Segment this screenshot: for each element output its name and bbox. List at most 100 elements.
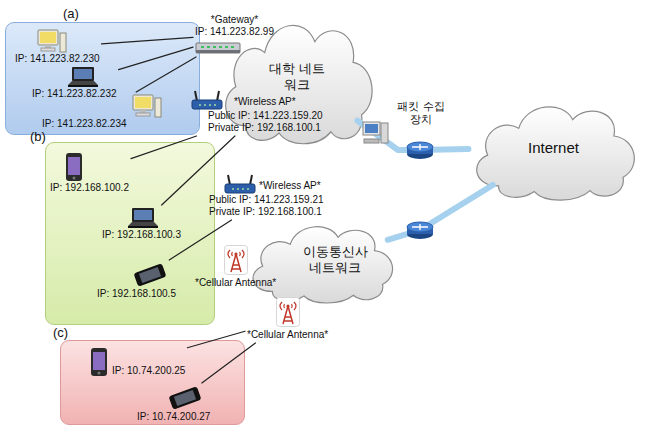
group-panel: (c)IP: 10.74.200.25IP: 10.74.200.27: [60, 340, 245, 425]
cellular-antenna: *Cellular Antenna*: [193, 243, 278, 291]
antenna-icon: [224, 245, 248, 275]
pc-part: [365, 124, 378, 133]
desktop-part: [135, 97, 151, 108]
antenna-part: [283, 306, 293, 324]
antenna-part: [224, 246, 247, 275]
smartphone: IP: 10.74.200.25: [88, 345, 187, 379]
antenna-part: [286, 304, 289, 307]
desktop-part: [41, 48, 55, 51]
device-label: *Wireless AP*: [234, 96, 323, 108]
laptop-part: [134, 210, 152, 220]
iphone-part: [169, 386, 202, 409]
antenna-part: [228, 250, 244, 258]
switch-part: [219, 46, 222, 48]
ap-part: [242, 188, 244, 190]
phone-part: [98, 372, 101, 375]
desktop-icon: [37, 29, 67, 53]
ip-label: IP: 141.223.82.234: [42, 118, 127, 130]
ap-part: [214, 104, 216, 106]
ap-part: [192, 100, 222, 109]
laptop-part: [128, 226, 158, 228]
router-top: [407, 222, 433, 232]
switch-icon: [195, 41, 241, 55]
group-tag: (a): [63, 7, 79, 21]
laptop-part: [128, 222, 158, 226]
ap-part: [199, 104, 201, 106]
pc-part: [363, 122, 380, 135]
desktop-part: [133, 95, 153, 110]
group-tag: (b): [30, 130, 46, 144]
laptop-part: [74, 69, 92, 79]
switch-part: [213, 46, 216, 48]
network-cloud: 이동통신사 네트워크: [240, 213, 402, 307]
ip-label: IP: 192.168.100.3: [102, 229, 181, 241]
ip-label: IP: 192.168.100.5: [97, 288, 176, 300]
smartphone: IP: 10.74.200.27: [135, 383, 212, 425]
cellular-antenna: *Cellular Antenna*: [245, 295, 330, 343]
ip-label: IP: 141.223.82.232: [32, 88, 117, 100]
network-link: [388, 185, 493, 240]
laptop-part: [68, 81, 98, 85]
ip-label: IP: 192.168.100.2: [50, 182, 129, 194]
ap-icon: [223, 175, 257, 195]
iphone-icon: [132, 262, 168, 288]
device-label: *Cellular Antenna*: [195, 277, 276, 289]
device-label: *Gateway*: [211, 14, 258, 26]
laptop-part: [68, 85, 98, 87]
gateway-switch: *Gateway*IP: 141.223.82.99: [193, 12, 276, 57]
laptop: IP: 141.223.82.232: [30, 64, 119, 102]
laptop: IP: 192.168.100.3: [100, 205, 183, 243]
device-label: *Wireless AP*: [259, 180, 324, 192]
iphone-icon: [167, 385, 203, 411]
phone-icon: [90, 347, 108, 377]
ip-label: IP: 10.74.200.25: [112, 365, 185, 377]
router-top: [407, 142, 433, 152]
desktop-part: [136, 113, 150, 116]
antenna-part: [276, 298, 299, 327]
device-label: IP: 141.223.82.99: [195, 26, 274, 38]
smartphone: IP: 192.168.100.5: [95, 260, 178, 302]
device-label: Public IP: 141.223.159.21: [209, 194, 324, 206]
switch-part: [196, 50, 240, 53]
switch-part: [231, 46, 234, 48]
switch-part: [201, 46, 204, 48]
cloud-outline: [477, 107, 635, 200]
router-icon: [407, 142, 433, 159]
router-arrows: [412, 144, 428, 150]
switch-part: [225, 46, 228, 48]
phone-part: [66, 153, 82, 181]
device-label: *Cellular Antenna*: [247, 329, 328, 341]
phone-part: [91, 348, 107, 376]
desktop-part: [40, 32, 56, 43]
wireless-ap: *Wireless AP*Public IP: 141.223.159.20Pr…: [190, 94, 325, 136]
group-panel: (b)IP: 192.168.100.2IP: 192.168.100.3IP:…: [45, 142, 215, 325]
pc-icon: [362, 120, 390, 146]
phone-part: [93, 352, 105, 370]
ip-label: IP: 141.223.82.230: [15, 53, 100, 65]
pc-part: [381, 123, 388, 143]
device-label: Public IP: 141.223.159.20: [208, 110, 323, 122]
antenna-part: [234, 252, 237, 255]
smartphone: IP: 192.168.100.2: [48, 150, 131, 196]
wireless-ap: *Wireless AP* Public IP: 141.223.159.21Pr…: [203, 178, 326, 220]
device-label: 패킷 수집 장치: [393, 100, 449, 126]
pc-part: [364, 139, 379, 143]
switch-part: [207, 46, 210, 48]
phone-part: [73, 177, 76, 180]
iphone-part: [174, 390, 196, 406]
desktop-pc: IP: 141.223.82.234: [40, 92, 164, 132]
laptop-part: [132, 208, 154, 222]
cloud-label-box: 이동통신사 네트워크: [254, 213, 416, 307]
group-tag: (c): [53, 326, 68, 340]
cloud-name: Internet: [528, 139, 579, 157]
cloud-name: 이동통신사 네트워크: [295, 244, 375, 276]
cloud-name: 대학 네트워크: [266, 61, 328, 93]
device-label: Private IP: 192.168.100.1: [209, 206, 324, 218]
cloud-outline: [253, 227, 393, 303]
laptop-part: [72, 67, 94, 81]
ap-part: [204, 104, 206, 106]
laptop-icon: [67, 66, 99, 88]
packet-collector: 패킷 수집 장치: [360, 98, 451, 148]
router-icon: [407, 222, 433, 239]
desktop-part: [155, 98, 161, 117]
